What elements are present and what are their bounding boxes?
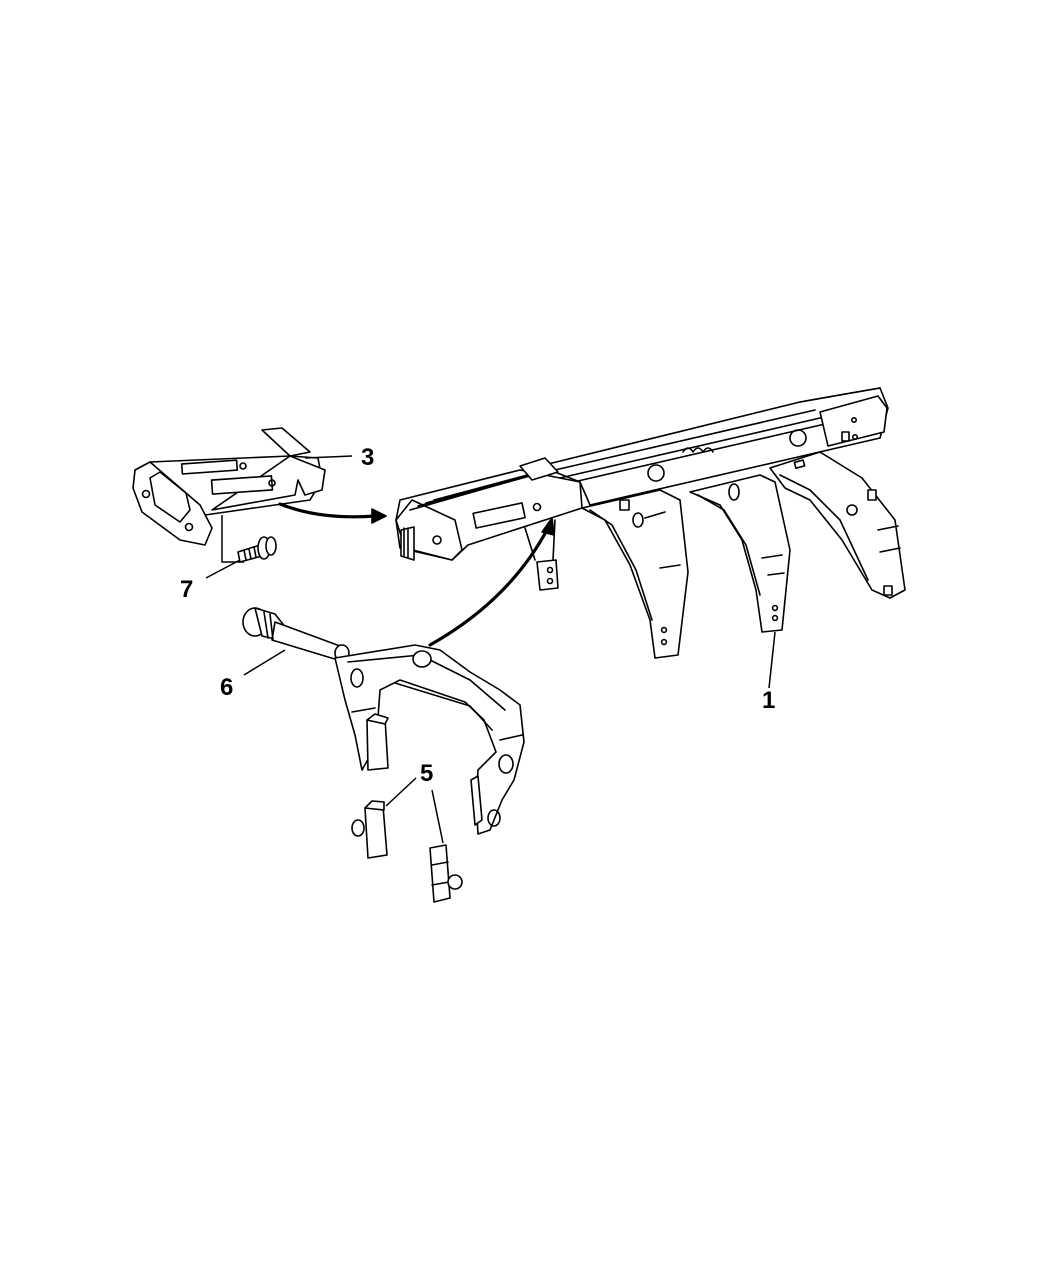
arrow-to-rail-lower bbox=[428, 526, 550, 647]
callout-5: 5 bbox=[420, 760, 434, 787]
part-1-shift-rail bbox=[395, 387, 906, 659]
part-7-screw bbox=[205, 536, 277, 579]
part-3-bracket bbox=[132, 427, 353, 563]
callout-1: 1 bbox=[762, 687, 776, 714]
callout-6: 6 bbox=[220, 674, 234, 701]
part-5-pads bbox=[351, 777, 463, 903]
shift-fork-lower bbox=[334, 644, 525, 835]
arrow-to-rail bbox=[278, 502, 377, 519]
part-6-pin bbox=[242, 607, 350, 676]
leader-1 bbox=[768, 631, 776, 689]
callout-7: 7 bbox=[180, 576, 194, 603]
callout-3: 3 bbox=[361, 444, 375, 471]
